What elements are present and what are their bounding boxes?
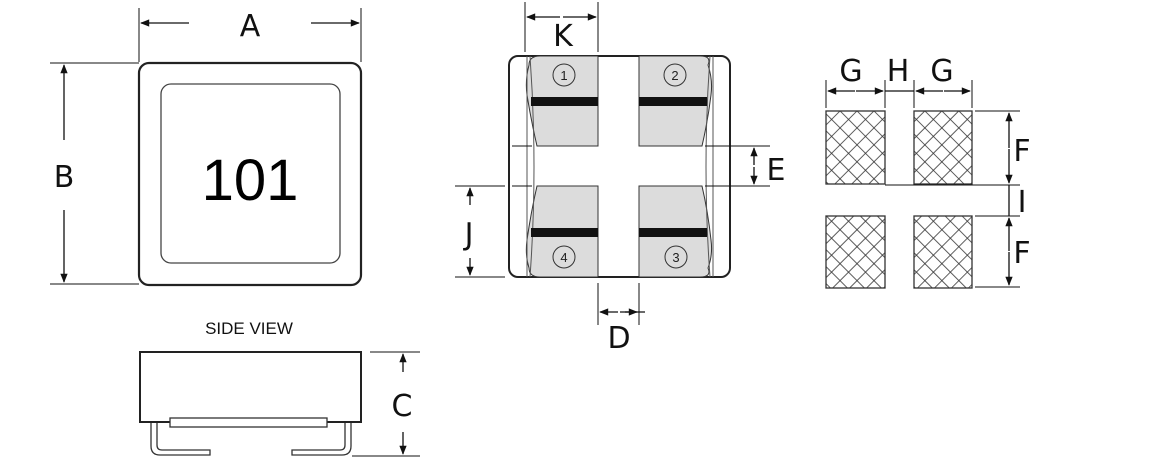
side-view: SIDE VIEW C (139, 319, 420, 457)
pin-4-circle (552, 245, 576, 269)
side-terminal-left (150, 423, 211, 456)
bottom-view: 1 2 3 4 K E J D (455, 2, 785, 356)
dim-g-right-label: G (930, 54, 953, 89)
side-body (139, 351, 362, 423)
pad-3-band (639, 228, 707, 237)
pin-2-label: 2 (671, 68, 678, 83)
pad-4-band (531, 228, 598, 237)
pad-1-band (531, 97, 598, 106)
dim-f-bottom-label: F (1013, 236, 1030, 271)
dim-g-left-label: G (839, 54, 862, 89)
dim-e-label: E (767, 153, 786, 188)
core-curve-left (529, 55, 535, 278)
dim-k-label: K (553, 19, 574, 54)
pin-1-circle (552, 63, 576, 87)
dim-i-label: I (1018, 185, 1027, 220)
land-pad-bottom-right (913, 215, 973, 289)
dim-f-top-label: F (1013, 134, 1030, 169)
pad-2-band (639, 97, 707, 106)
dim-b-label: B (54, 160, 75, 195)
pin-1-label: 1 (560, 68, 567, 83)
dim-a-label: A (240, 9, 261, 44)
dim-d-label: D (607, 321, 630, 356)
dim-j-label: J (463, 217, 474, 252)
land-pad-bottom-left (825, 215, 886, 289)
dim-h-label: H (887, 54, 910, 89)
component-marking: 101 (202, 148, 299, 213)
land-pattern: G H G F I F (825, 54, 1031, 289)
side-core-plate (169, 417, 328, 428)
dim-c-label: C (392, 389, 413, 424)
component-top-face (160, 83, 341, 264)
pin-3-label: 3 (672, 250, 679, 265)
land-pad-top-left (825, 110, 886, 185)
side-view-title: SIDE VIEW (205, 319, 293, 338)
land-pad-top-right (913, 110, 973, 185)
side-terminal-right (291, 423, 352, 456)
top-view: 101 A B (50, 8, 363, 287)
pin-2-circle (663, 63, 687, 87)
pin-3-circle (664, 245, 688, 269)
pin-4-label: 4 (560, 250, 567, 265)
core-curve-right (705, 55, 711, 278)
